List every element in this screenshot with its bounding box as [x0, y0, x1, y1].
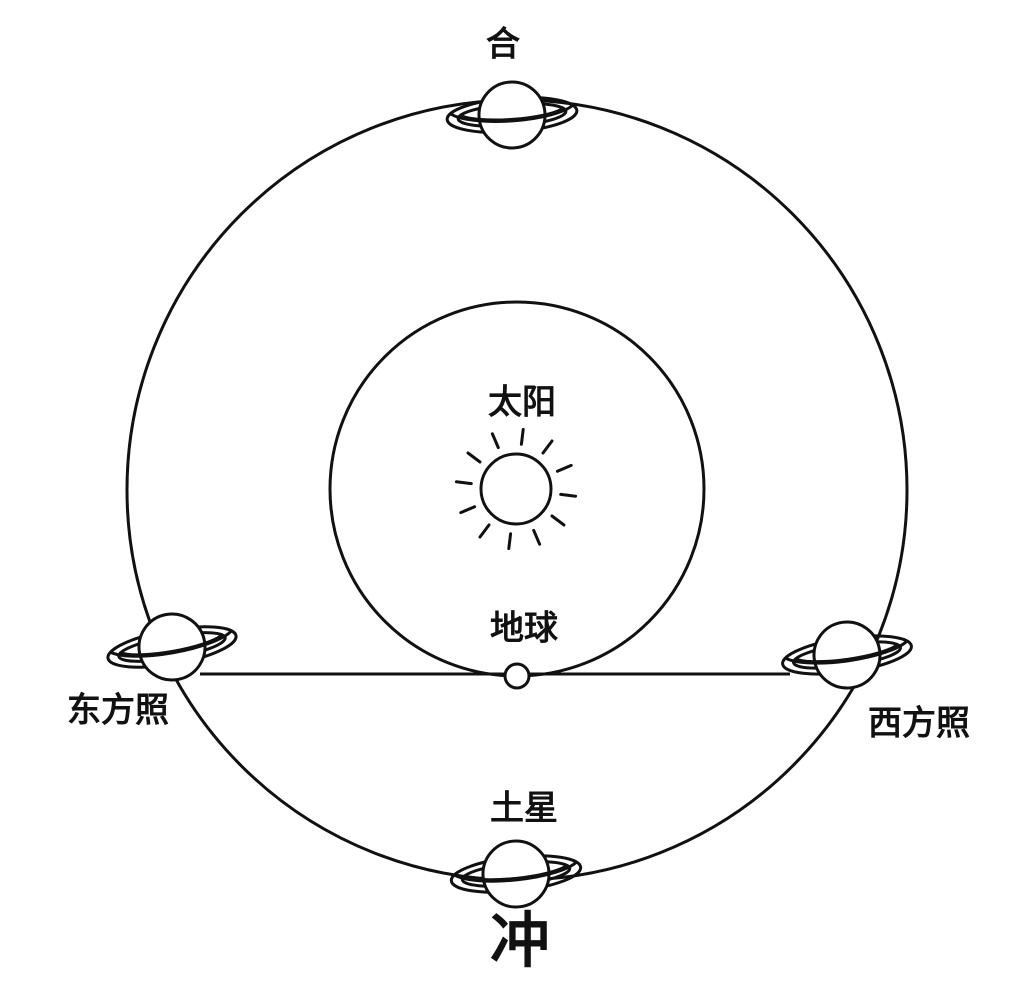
saturn-icon-western-quadrature — [776, 611, 918, 699]
sun-ray — [559, 492, 578, 498]
label-eastern-quadrature: 东方照 — [67, 691, 169, 731]
label-western-quadrature: 西方照 — [868, 704, 970, 744]
earth-icon — [503, 662, 531, 690]
saturn-icon-conjunction — [443, 76, 581, 154]
sun-ray — [555, 463, 573, 473]
sun-ray — [466, 451, 482, 464]
sun-icon — [454, 427, 578, 551]
sun-ray — [490, 432, 500, 450]
label-saturn: 土星 — [490, 789, 558, 829]
sun-ray — [541, 439, 554, 455]
sun-ray — [519, 427, 525, 446]
sun-ray — [459, 505, 477, 515]
saturn-icon-opposition — [446, 832, 586, 916]
saturn-icon-eastern-quadrature — [100, 601, 244, 693]
sun-ray — [478, 523, 491, 539]
label-conjunction: 合 — [486, 25, 520, 65]
sun-ray — [532, 528, 542, 546]
label-earth: 地球 — [490, 609, 559, 649]
label-sun: 太阳 — [488, 383, 556, 423]
sun-ray — [507, 532, 513, 551]
sun-ray — [550, 514, 566, 527]
label-opposition: 冲 — [490, 907, 550, 977]
sun-ray — [454, 480, 473, 486]
